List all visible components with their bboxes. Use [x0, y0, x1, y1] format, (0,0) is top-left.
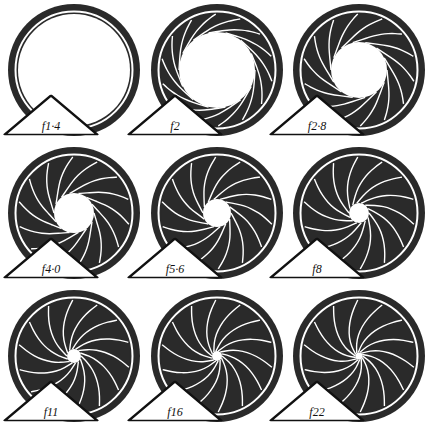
blade-edge [222, 354, 262, 390]
blade-edge [47, 163, 54, 213]
f-stop-triangle: f16 [126, 380, 224, 422]
blade-edge [305, 223, 357, 231]
blade-edge [305, 359, 359, 372]
blade-edge [191, 163, 203, 213]
blade-edge [48, 306, 67, 356]
f-stop-triangle: f22 [268, 380, 366, 422]
blade-edge [76, 339, 129, 349]
blade-edge [163, 361, 216, 373]
aperture-opening [212, 351, 222, 361]
blade-edge [365, 205, 414, 224]
f-stop-triangle: f11 [2, 380, 100, 422]
blade-edge [94, 213, 101, 263]
blade-edge [81, 356, 100, 406]
blade-edge [72, 320, 117, 349]
blade-edge [80, 353, 118, 390]
blade-edge [218, 339, 271, 351]
blade-edge [369, 213, 385, 263]
aperture-opening [203, 199, 231, 227]
blade-edge [162, 345, 214, 362]
blade-edge [29, 322, 67, 359]
blade-edge [362, 354, 403, 389]
blade-edge [78, 350, 128, 368]
blade-edge [347, 157, 357, 209]
f-stop-triangle: f5·6 [126, 237, 224, 279]
f-stop-label: f22 [268, 406, 366, 419]
blade-edge [92, 204, 119, 247]
f-stop-triangle: f2 [126, 94, 224, 136]
f-stop-label: f8 [268, 263, 366, 276]
f-stop-triangle: f8 [268, 237, 366, 279]
blade-edge [304, 345, 357, 362]
blade-edge [361, 351, 414, 368]
blade-edge [360, 340, 414, 353]
f-stop-label: f11 [2, 406, 100, 419]
blade-edge [230, 207, 262, 247]
blade-edge [192, 306, 212, 356]
blade-edge [162, 202, 208, 224]
aperture-opening [179, 32, 255, 108]
f-stop-label: f2·8 [268, 120, 366, 133]
blade-edge [304, 202, 353, 221]
blade-edge [220, 350, 272, 367]
aperture-opening [331, 42, 387, 98]
blade-edge [357, 177, 402, 203]
blade-edge [361, 195, 413, 203]
blade-edge [29, 179, 56, 222]
f-stop-label: f5·6 [126, 263, 224, 276]
blade-edge [360, 217, 370, 269]
blade-edge [19, 345, 69, 363]
f-stop-label: f16 [126, 406, 224, 419]
blade-edge [20, 363, 73, 373]
blade-edge [172, 179, 204, 219]
blade-edge [222, 356, 242, 406]
f-stop-label: f4·0 [2, 263, 100, 276]
aperture-opening [67, 349, 81, 363]
f-stop-triangle: f4·0 [2, 237, 100, 279]
f-stop-label: f2 [126, 120, 224, 133]
blade-edge [226, 202, 272, 224]
blade-edge [353, 34, 402, 43]
aperture-opening [349, 203, 369, 223]
aperture-opening [356, 353, 363, 360]
blade-edge [214, 177, 260, 199]
f-stop-triangle: f2·8 [268, 94, 366, 136]
blade-edge [368, 209, 404, 247]
f-stop-triangle: f1·4 [2, 94, 100, 136]
f-stop-label: f1·4 [2, 120, 100, 133]
blade-edge [63, 300, 72, 353]
blade-edge [216, 320, 260, 351]
blade-edge [231, 213, 243, 263]
blade-edge [220, 194, 271, 199]
blade-edge [314, 36, 333, 82]
blade-edge [314, 179, 350, 217]
aperture-opening [54, 193, 94, 233]
blade-edge [333, 163, 349, 213]
blade-edge [70, 177, 117, 193]
blade-edge [384, 58, 403, 104]
blade-edge [163, 227, 214, 232]
blade-edge [353, 162, 382, 205]
